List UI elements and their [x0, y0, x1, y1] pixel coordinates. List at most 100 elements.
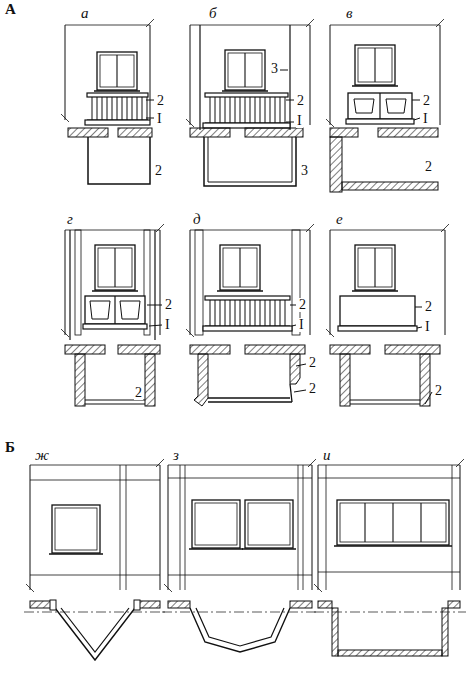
panel-joint [126, 465, 127, 590]
panel-ornament [354, 99, 374, 113]
railing-post [379, 93, 380, 119]
railing-bar [225, 300, 226, 326]
wall-hatch [118, 345, 160, 354]
railing-bar [255, 97, 256, 123]
railing-handrail [205, 296, 290, 300]
panel-joint [318, 465, 460, 466]
panel-joint [168, 478, 312, 479]
variant-letter: з [172, 448, 180, 463]
wall-hatch [330, 128, 358, 137]
window-frame [358, 248, 392, 287]
panel-joint [190, 25, 310, 26]
callout-number: I [422, 112, 429, 126]
panel-joint [65, 25, 66, 120]
railing-bar [92, 97, 93, 120]
wall-hatch [340, 354, 350, 406]
railing-bar [270, 97, 271, 123]
pilaster [199, 25, 200, 130]
callout-number: 2 [424, 300, 433, 314]
pilaster [69, 230, 70, 340]
pilaster [289, 25, 290, 130]
callout-number: 2 [308, 356, 317, 370]
callout-number: I [156, 112, 163, 126]
panel-joint [65, 230, 66, 335]
railing-bar [220, 97, 221, 123]
wall-hatch [448, 601, 460, 608]
callout-number: 2 [296, 94, 305, 108]
break-mark [308, 459, 316, 467]
balcony-slab [203, 326, 292, 331]
window-frame [195, 503, 237, 545]
break-mark [314, 584, 322, 592]
window-mullion [364, 503, 365, 542]
panel-joint [190, 25, 191, 125]
window [337, 500, 449, 545]
wall-hatch [290, 601, 312, 608]
railing-bar [280, 97, 281, 123]
window-sill [94, 90, 140, 92]
wall-hatch [245, 128, 303, 137]
panel-ornament [120, 301, 140, 319]
window-mullion [244, 53, 245, 87]
railing-bar [220, 300, 221, 326]
callout-number: 2 [154, 164, 163, 178]
drawing-line [350, 403, 420, 404]
wall-hatch [330, 345, 370, 354]
panel-ornament [386, 99, 406, 113]
drawing-line [286, 100, 294, 101]
window-frame [223, 248, 257, 287]
panel-joint [310, 230, 311, 335]
wall-hatch [168, 601, 190, 608]
panel-joint [326, 465, 327, 590]
drawing-line [208, 401, 292, 402]
variant-letter: ж [34, 448, 50, 463]
break-mark [164, 584, 172, 592]
railing-bar [112, 97, 113, 120]
break-mark [326, 329, 334, 337]
column [134, 600, 140, 610]
wall-hatch [330, 137, 342, 192]
wall-hatch [245, 345, 305, 354]
drawing-line [290, 305, 296, 306]
railing-bar [210, 97, 211, 123]
axis-line [162, 612, 318, 613]
railing-bar [235, 300, 236, 326]
drawing-line [85, 403, 145, 404]
wall-hatch [145, 354, 155, 406]
wall-hatch [75, 354, 85, 406]
drawing-line [208, 397, 290, 398]
window-sill [222, 90, 268, 92]
railing-bar [230, 300, 231, 326]
wall-hatch [318, 601, 332, 608]
break-mark [456, 459, 464, 467]
break-mark [146, 19, 154, 27]
railing-bar [280, 300, 281, 326]
panel-joint [298, 465, 299, 590]
drawing-outline [55, 608, 135, 660]
window-mullion [392, 503, 393, 542]
window-mullion [374, 248, 375, 287]
panel-joint [303, 465, 304, 590]
callout-number: 2 [164, 298, 173, 312]
railing-bar [265, 300, 266, 326]
callout-number: I [164, 318, 171, 332]
window-sill [352, 290, 398, 292]
railing-panel [85, 296, 145, 324]
panel-joint [318, 465, 319, 590]
drawing-line [146, 118, 154, 119]
panel-joint [30, 465, 31, 590]
railing-bar [117, 97, 118, 120]
section-letter: А [4, 2, 17, 17]
section-letter: Б [4, 440, 16, 455]
panel-joint [150, 25, 151, 120]
break-mark [186, 329, 194, 337]
railing-bar [240, 97, 241, 123]
railing-bar [245, 97, 246, 123]
window [95, 245, 135, 290]
panel-ornament [90, 301, 110, 319]
drawing-line [414, 118, 420, 120]
window [192, 500, 240, 548]
wall-hatch [190, 345, 230, 354]
panel-joint [330, 230, 331, 335]
window-sill [352, 85, 398, 87]
